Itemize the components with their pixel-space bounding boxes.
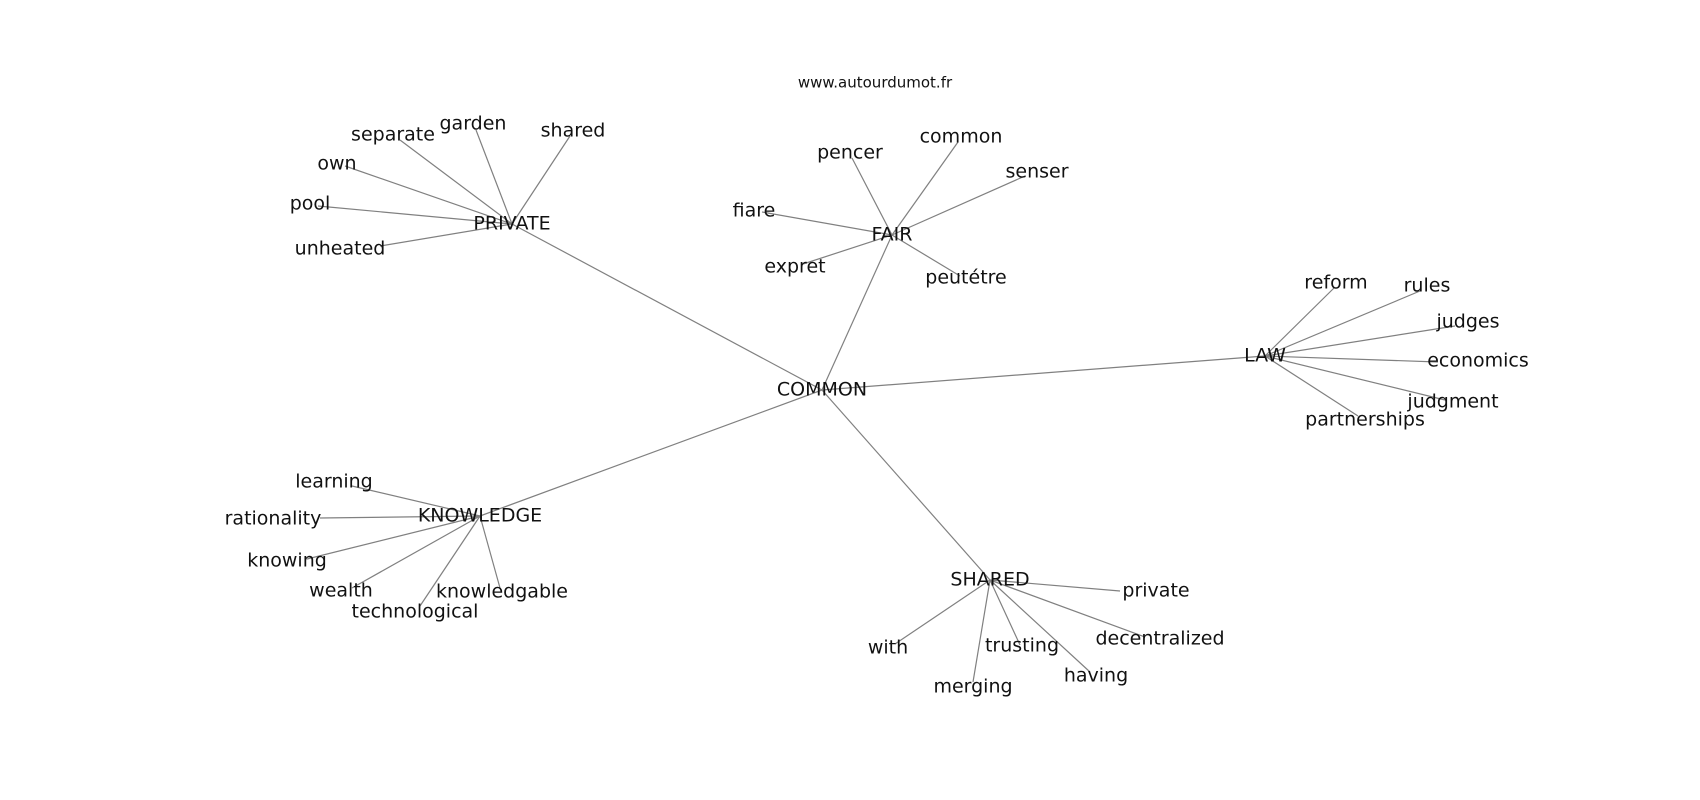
edge-fair-4	[802, 234, 893, 265]
leaf-node-law-2[interactable]: judges	[1435, 311, 1499, 333]
leaf-node-knowledge-5[interactable]: knowledgable	[436, 581, 568, 603]
edge-fair-1	[891, 141, 959, 236]
center-node-label[interactable]: COMMON	[777, 379, 867, 401]
edge-fair-5	[891, 234, 961, 277]
leaf-node-fair-5[interactable]: peutétre	[925, 267, 1006, 289]
leaf-node-law-1[interactable]: rules	[1404, 275, 1451, 297]
leaf-node-knowledge-3[interactable]: wealth	[309, 580, 373, 602]
edge-knowledge-0	[351, 485, 481, 517]
edge-shared-3	[989, 579, 1091, 673]
leaf-node-fair-2[interactable]: senser	[1005, 161, 1068, 183]
edge-private-3	[344, 165, 513, 225]
edge-knowledge-1	[319, 515, 481, 519]
edges	[306, 129, 1456, 683]
leaf-node-fair-1[interactable]: common	[920, 126, 1003, 148]
edge-law-0	[1264, 287, 1335, 357]
leaf-node-private-0[interactable]: separate	[351, 124, 435, 146]
edge-shared-2	[989, 579, 1021, 646]
edge-fair-3	[761, 211, 893, 236]
leaf-node-shared-2[interactable]: trusting	[985, 635, 1059, 657]
edge-private-1	[475, 129, 513, 225]
edge-knowledge-3	[351, 515, 481, 589]
hub-node-fair[interactable]: FAIR	[872, 224, 913, 246]
edge-law-5	[1264, 355, 1359, 417]
leaf-node-private-4[interactable]: pool	[290, 193, 331, 215]
leaf-node-shared-4[interactable]: with	[868, 637, 908, 659]
hub-node-shared[interactable]: SHARED	[950, 569, 1029, 591]
edge-shared-4	[894, 579, 991, 645]
hub-node-knowledge[interactable]: KNOWLEDGE	[418, 505, 542, 527]
edge-knowledge-5	[479, 515, 501, 589]
edge-knowledge-2	[306, 515, 481, 560]
edge-shared-1	[989, 579, 1146, 638]
leaf-node-private-3[interactable]: own	[317, 153, 356, 175]
edge-private-4	[317, 205, 513, 225]
edge-law-2	[1264, 325, 1456, 357]
leaf-node-law-0[interactable]: reform	[1304, 272, 1367, 294]
leaf-node-shared-5[interactable]: merging	[933, 676, 1012, 698]
leaf-node-knowledge-0[interactable]: learning	[295, 471, 373, 493]
edge-fair-0	[851, 157, 893, 236]
leaf-node-law-3[interactable]: economics	[1427, 350, 1529, 372]
leaf-node-shared-3[interactable]: having	[1064, 665, 1128, 687]
leaf-node-law-4[interactable]: judgment	[1406, 391, 1498, 413]
edge-shared-0	[989, 579, 1121, 592]
edge-knowledge-4	[419, 515, 481, 607]
leaf-node-shared-1[interactable]: decentralized	[1095, 628, 1224, 650]
edge-center-fair	[821, 234, 893, 391]
edge-shared-5	[972, 579, 991, 683]
leaf-node-knowledge-1[interactable]: rationality	[225, 508, 322, 530]
leaf-node-fair-0[interactable]: pencer	[817, 142, 883, 164]
leaf-node-knowledge-2[interactable]: knowing	[247, 550, 327, 572]
leaf-node-private-2[interactable]: shared	[541, 120, 606, 142]
edge-center-private	[511, 223, 823, 391]
site-credit: www.autourdumot.fr	[798, 74, 953, 92]
edge-private-5	[379, 223, 513, 247]
edge-private-0	[399, 139, 513, 225]
edge-law-4	[1264, 355, 1446, 401]
leaf-node-law-5[interactable]: partnerships	[1305, 409, 1425, 431]
edge-center-shared	[821, 389, 991, 581]
leaf-node-fair-4[interactable]: expret	[764, 256, 825, 278]
edge-center-law	[821, 355, 1266, 391]
leaf-node-shared-0[interactable]: private	[1122, 580, 1189, 602]
edge-law-1	[1264, 290, 1421, 357]
leaf-node-knowledge-4[interactable]: technological	[352, 601, 479, 623]
leaf-node-private-5[interactable]: unheated	[295, 238, 386, 260]
hub-node-law[interactable]: LAW	[1244, 345, 1286, 367]
edge-fair-2	[891, 175, 1026, 236]
edge-private-2	[511, 135, 571, 225]
leaf-node-private-1[interactable]: garden	[440, 113, 507, 135]
edge-center-knowledge	[479, 389, 823, 517]
leaf-node-fair-3[interactable]: fiare	[733, 200, 776, 222]
edge-law-3	[1264, 355, 1439, 363]
hub-node-private[interactable]: PRIVATE	[473, 213, 550, 235]
